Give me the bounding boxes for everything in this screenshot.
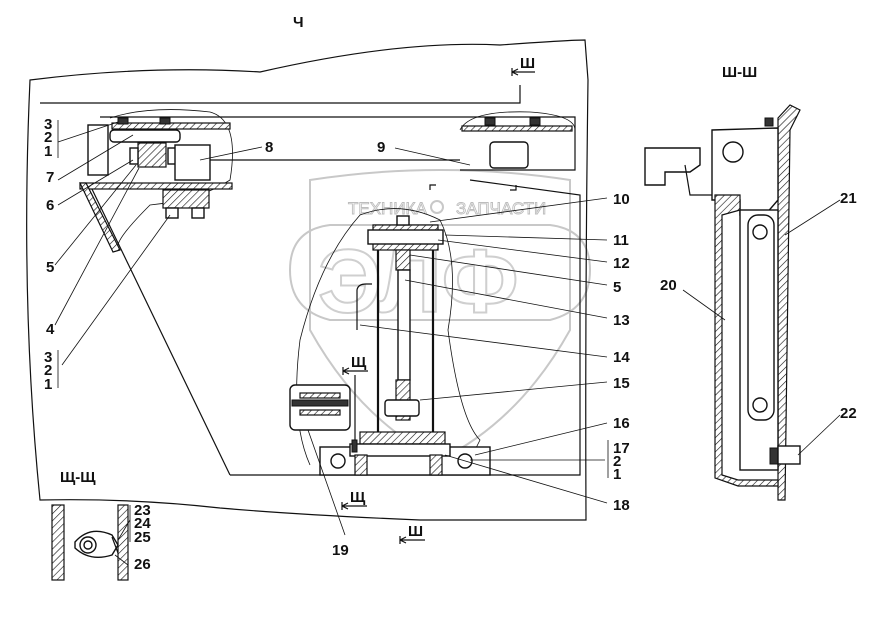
callout-8: 8 [265, 139, 273, 156]
watermark-text-right: ЗАПЧАСТИ [456, 199, 546, 218]
callout-10: 10 [613, 191, 630, 208]
callout-21: 21 [840, 190, 857, 207]
callout-17: 17 [613, 440, 630, 457]
callout-9: 9 [377, 139, 385, 156]
callout-2: 2 [613, 453, 621, 470]
section-mark-shch-lower: Щ [350, 489, 366, 506]
callout-23: 23 [134, 502, 151, 519]
view-title-sh-sh: Ш-Ш [722, 64, 757, 81]
callout-14: 14 [613, 349, 630, 366]
callout-22: 22 [840, 405, 857, 422]
callout-labels: 3 2 1 7 6 8 5 4 3 2 1 9 10 11 12 5 13 14… [44, 116, 857, 573]
callout-5: 5 [46, 259, 54, 276]
callout-1: 1 [44, 376, 52, 393]
callout-3: 3 [44, 116, 52, 133]
section-marks: Ш Щ Щ Ш [341, 55, 535, 544]
callout-2: 2 [44, 362, 52, 379]
callout-2: 2 [44, 129, 52, 146]
callout-25: 25 [134, 529, 151, 546]
callout-19: 19 [332, 542, 349, 559]
callout-11: 11 [613, 232, 629, 249]
callout-7: 7 [46, 169, 54, 186]
section-mark-shch-upper: Щ [351, 354, 367, 371]
section-sh-sh-view [644, 104, 801, 501]
section-shch-shch-view [51, 504, 129, 581]
callout-5: 5 [613, 279, 621, 296]
callout-1: 1 [44, 143, 52, 160]
view-title-main: Ч [293, 14, 304, 31]
callout-6: 6 [46, 197, 54, 214]
gear-icon [430, 200, 444, 214]
callout-13: 13 [613, 312, 630, 329]
section-mark-sh-bottom: Ш [408, 523, 423, 540]
view-title-shch-shch: Щ-Щ [60, 469, 96, 486]
callout-12: 12 [613, 255, 630, 272]
leader-lines [54, 120, 841, 566]
section-mark-sh-top: Ш [520, 55, 535, 72]
callout-15: 15 [613, 375, 630, 392]
callout-1: 1 [613, 466, 621, 483]
callout-3: 3 [44, 349, 52, 366]
callout-4: 4 [46, 321, 55, 338]
callout-26: 26 [134, 556, 151, 573]
main-view [26, 39, 589, 521]
callout-20: 20 [660, 277, 677, 294]
callout-24: 24 [134, 515, 151, 532]
callout-18: 18 [613, 497, 630, 514]
callout-16: 16 [613, 415, 630, 432]
